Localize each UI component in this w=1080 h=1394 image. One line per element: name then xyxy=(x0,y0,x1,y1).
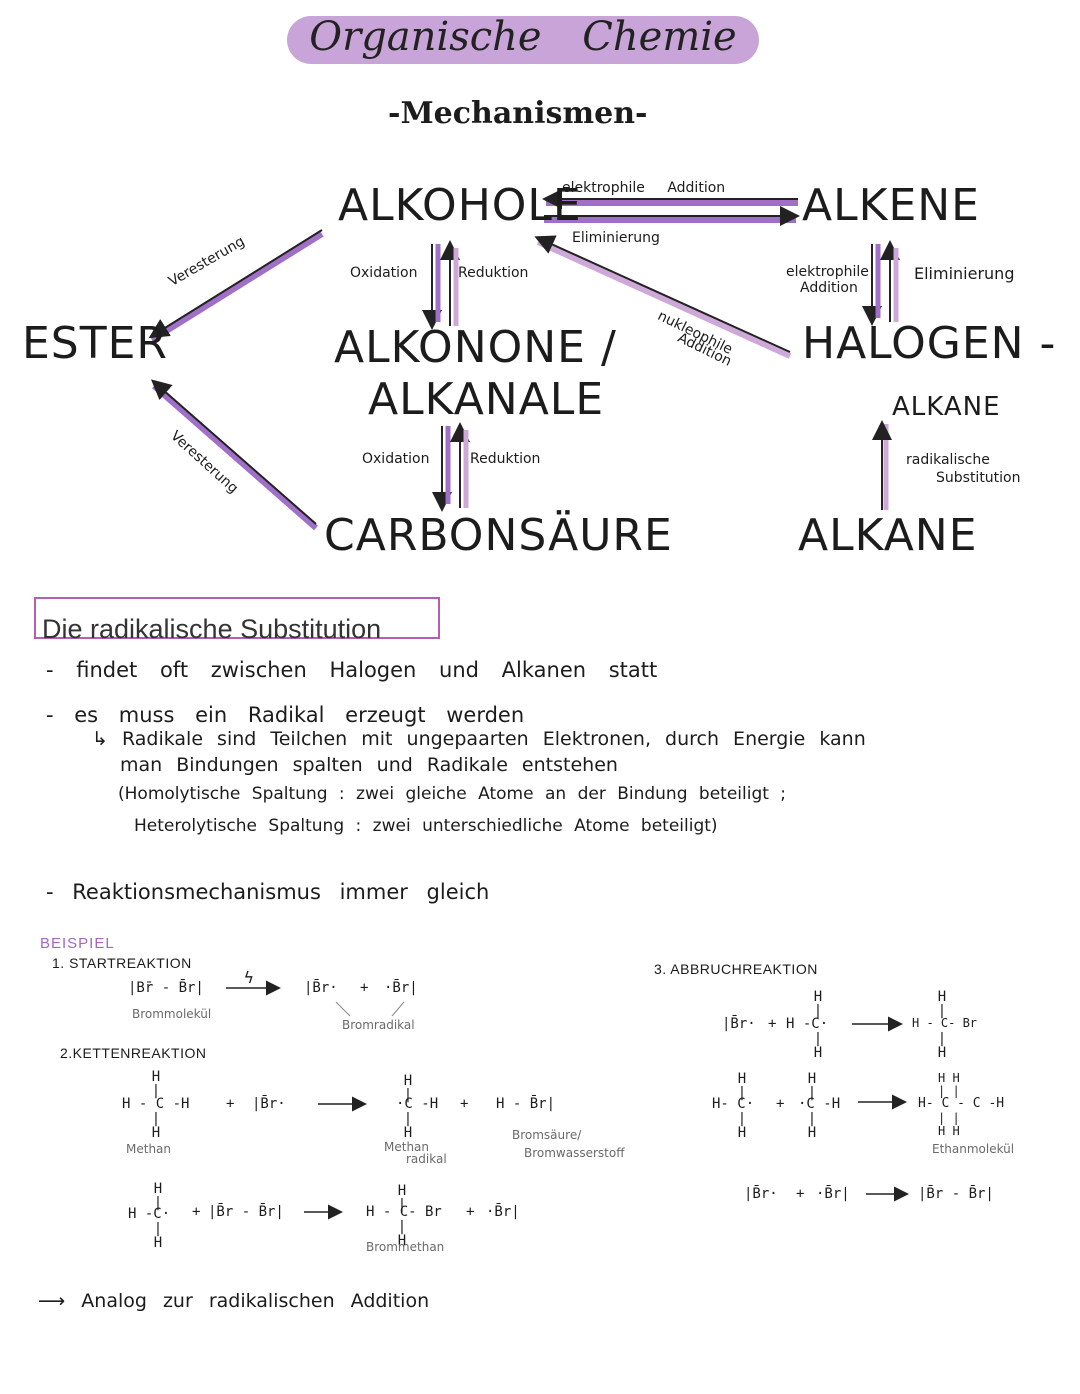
note-ethanmolekuel: Ethanmolekül xyxy=(932,1142,1015,1156)
bullet-2-detail-2: man Bindungen spalten und Radikale entst… xyxy=(120,754,618,776)
formula-br2-c: |B̄r - B̄r| xyxy=(918,1186,994,1202)
label-elektrophile-addition: elektrophile Addition xyxy=(562,180,726,196)
abbruch1-product-row: H - C- Br xyxy=(912,1016,978,1030)
abbruch1-row: H -C· xyxy=(786,1016,829,1032)
arrow-veresterung-2 xyxy=(152,383,318,531)
label-eliminierung: Eliminierung xyxy=(572,230,660,246)
note-brommethan: Brommethan xyxy=(366,1240,445,1254)
arrow-veresterung-1 xyxy=(150,231,324,343)
plus-sign-3: + xyxy=(460,1096,469,1112)
methyl2-bottom: |H xyxy=(153,1221,163,1251)
node-alkane: ALKANE xyxy=(798,510,978,561)
note-methan-radikal-2: radikal xyxy=(406,1152,447,1166)
formula-br-radical-e: |B̄r· xyxy=(722,1016,756,1032)
section-title-box xyxy=(34,597,440,639)
abbruch1-product-bottom: |H xyxy=(937,1031,947,1061)
label-substitution: Substitution xyxy=(936,470,1021,486)
node-alkene: ALKENE xyxy=(802,180,980,231)
plus-sign-8: + xyxy=(796,1186,805,1202)
node-alkanale: ALKANALE xyxy=(368,374,605,425)
page-title: Organische Chemie xyxy=(309,14,737,60)
abbruch2-left-top: H| xyxy=(737,1071,747,1101)
abbruch1-bottom: |H xyxy=(813,1031,823,1061)
abbruch2-right-bottom: |H xyxy=(807,1111,817,1141)
node-carbonsaeure: CARBONSÄURE xyxy=(324,510,673,561)
methane-bottom: |H xyxy=(151,1111,161,1141)
analog-note: ⟶ Analog zur radikalischen Addition xyxy=(38,1290,430,1312)
plus-sign-7: + xyxy=(776,1096,785,1112)
formula-hbr: H - B̄r| xyxy=(496,1096,556,1112)
plus-sign: + xyxy=(360,980,369,996)
beispiel-label: BEISPIEL xyxy=(40,935,115,952)
abbruch2-right-top: H| xyxy=(807,1071,817,1101)
step-3-label: 3. ABBRUCHREAKTION xyxy=(654,961,818,977)
abbruch2-left-bottom: |H xyxy=(737,1111,747,1141)
node-alkohole: ALKOHOLE xyxy=(338,180,582,231)
abbruch2-left-row: H- C· xyxy=(712,1096,755,1112)
abbruch1-top: H| xyxy=(813,989,823,1019)
note-methan: Methan xyxy=(126,1142,172,1156)
formula-br-radical-b: ·B̄r| xyxy=(384,980,418,996)
node-alkonone: ALKONONE / xyxy=(334,322,617,373)
formula-br-radical-a: |B̄r· xyxy=(304,980,338,996)
methyl2-row: H -C· xyxy=(128,1206,171,1222)
methyl-row: ·C -H xyxy=(396,1096,439,1112)
node-ester: ESTER xyxy=(22,318,168,369)
label-oxidation-1: Oxidation xyxy=(350,265,418,281)
label-eliminierung-right: Eliminierung xyxy=(914,264,1015,283)
page-subtitle: -Mechanismen- xyxy=(388,96,648,131)
note-bromsaeure-2: Bromwasserstoff xyxy=(524,1146,625,1160)
methane-row: H - C -H xyxy=(122,1096,190,1112)
title-highlight xyxy=(287,16,759,64)
note-bromradikal: Bromradikal xyxy=(342,1018,415,1032)
methyl2-top: H| xyxy=(153,1181,163,1211)
bullet-1: - findet oft zwischen Halogen und Alkane… xyxy=(46,658,658,682)
label-radikalische: radikalische xyxy=(906,452,990,468)
abbruch2-right-row: ·C -H xyxy=(798,1096,841,1112)
bullet-3: - Reaktionsmechanismus immer gleich xyxy=(46,880,490,904)
plus-sign-5: + xyxy=(466,1204,475,1220)
label-elektrophile-right: elektrophile xyxy=(786,264,869,280)
ethan-row: H- C - C -H xyxy=(918,1096,1005,1111)
methyl-bottom: |H xyxy=(403,1111,413,1141)
brommethan-bottom: |H xyxy=(397,1219,407,1249)
node-halogen: HALOGEN - xyxy=(802,318,1057,369)
brommethan-top: H| xyxy=(397,1183,407,1213)
formula-br-radical-g: ·B̄r| xyxy=(816,1186,850,1202)
formula-br2-b: |B̄r - B̄r| xyxy=(208,1204,284,1220)
bullet-2-detail-4: Heterolytische Spaltung : zwei unterschi… xyxy=(134,816,718,836)
bullet-2: - es muss ein Radikal erzeugt werden xyxy=(46,703,525,727)
formula-br-radical-f: |B̄r· xyxy=(744,1186,778,1202)
formula-br-radical-c: |B̄r· xyxy=(252,1096,286,1112)
label-oxidation-2: Oxidation xyxy=(362,451,430,467)
methane-structure: H| xyxy=(151,1069,161,1099)
plus-sign-6: + xyxy=(768,1016,777,1032)
lightning-icon: ϟ xyxy=(244,968,254,987)
brommethan-row: H - C- Br xyxy=(366,1204,442,1220)
note-methan-radikal-1: Methan xyxy=(384,1140,430,1154)
bullet-2-detail-3: (Homolytische Spaltung : zwei gleiche At… xyxy=(118,784,787,804)
formula-br2: |Br̄ - B̄r| xyxy=(128,980,204,996)
step-2-label: 2.KETTENREAKTION xyxy=(60,1045,207,1061)
bullet-2-detail-1: ↳ Radikale sind Teilchen mit ungepaarten… xyxy=(92,728,866,750)
ethan-bottom: | |H H xyxy=(938,1111,960,1138)
plus-sign-4: + xyxy=(192,1204,201,1220)
label-addition-right: Addition xyxy=(800,280,858,296)
abbruch1-product-top: H| xyxy=(937,989,947,1019)
step-1-label: 1. STARTREAKTION xyxy=(52,955,192,971)
note-brommolekuel: Brommolekül xyxy=(132,1007,212,1021)
label-reduktion-2: Reduktion xyxy=(470,451,541,467)
ethan-top: H H| | xyxy=(938,1071,960,1098)
methyl-top: H| xyxy=(403,1073,413,1103)
note-bromsaeure-1: Bromsäure/ xyxy=(512,1128,582,1142)
plus-sign-2: + xyxy=(226,1096,235,1112)
section-title: Die radikalische Substitution xyxy=(42,614,382,644)
arrow-nukleophile-addition xyxy=(536,239,792,359)
formula-br-radical-d: ·B̄r| xyxy=(486,1204,520,1220)
node-halogen-alkane: ALKANE xyxy=(892,392,1001,422)
label-reduktion-1: Reduktion xyxy=(458,265,529,281)
